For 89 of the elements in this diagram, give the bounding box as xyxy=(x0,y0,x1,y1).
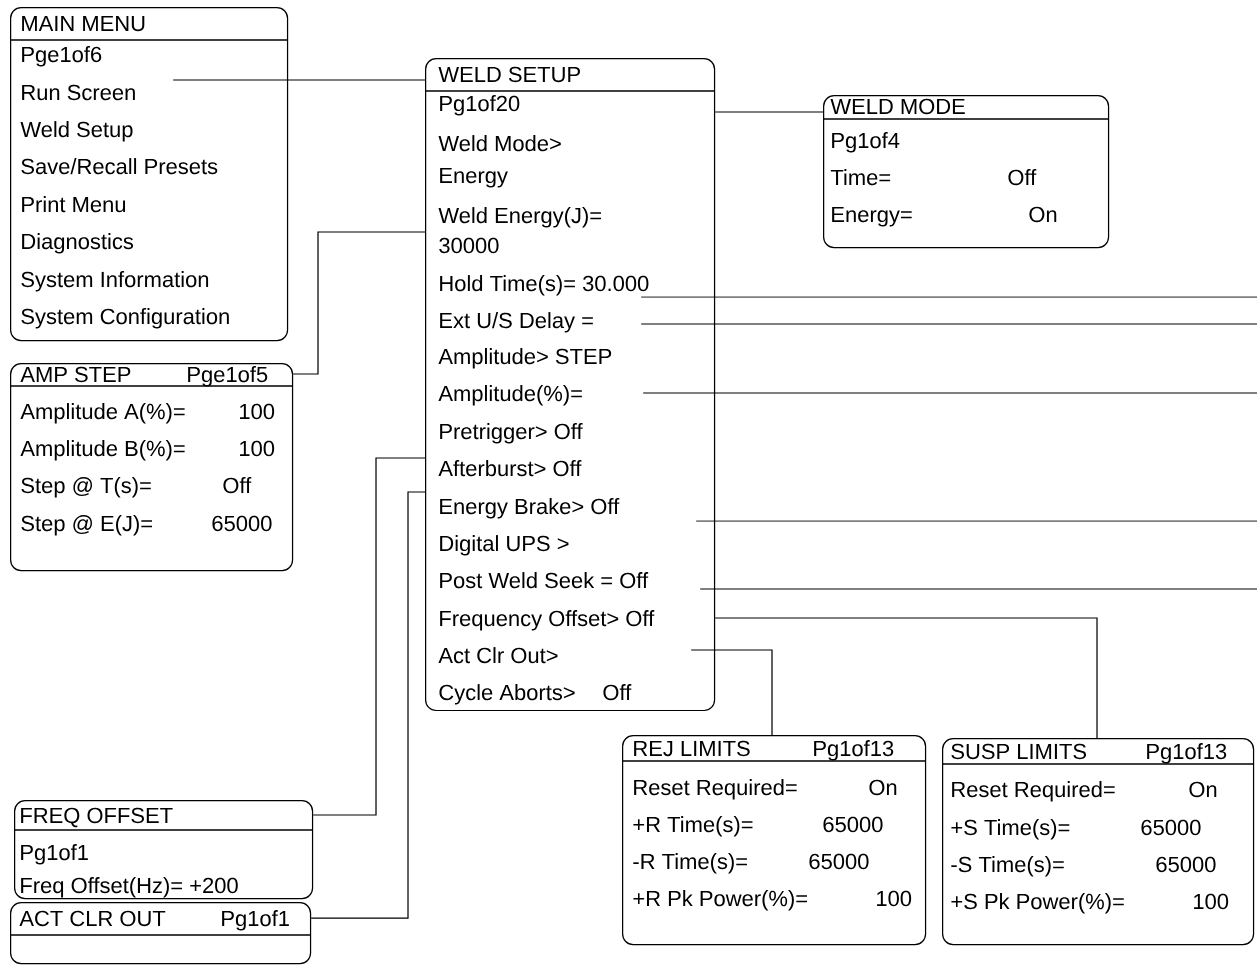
menu-title: MAIN MENU xyxy=(22,15,145,32)
menu-item: +S Time(s)= xyxy=(951,819,1070,840)
menu-item: 30000 xyxy=(439,237,499,254)
page-number: Pg1of1 xyxy=(21,844,88,865)
page-number: Pg1of20 xyxy=(440,95,520,116)
menu-item: +R Time(s)= xyxy=(633,816,753,837)
menu-item: Cycle Aborts> xyxy=(439,684,575,705)
menu-item: Amplitude B(%)= xyxy=(20,440,185,461)
menu-item: Hold Time(s)= 30.000 xyxy=(440,275,649,296)
connector-line xyxy=(172,79,426,81)
page-number: Pge1of5 xyxy=(188,366,268,387)
connector-line xyxy=(312,457,426,816)
menu-item: Amplitude(%)= xyxy=(438,385,582,406)
connector-line xyxy=(699,588,1257,590)
menu-item: Amplitude A(%)= xyxy=(20,403,185,424)
menu-item: Diagnostics xyxy=(22,233,134,254)
page-number: Pg1of4 xyxy=(832,132,900,153)
menu-item: System Configuration xyxy=(21,308,229,329)
menu-value: 65000 xyxy=(1156,856,1216,873)
connector-line xyxy=(695,520,1257,522)
menu-item: -R Time(s)= xyxy=(633,853,747,874)
menu-item: Digital UPS > xyxy=(440,535,569,556)
menu-title: ACT CLR OUT xyxy=(19,910,166,927)
menu-box xyxy=(9,7,289,342)
connector-line xyxy=(690,649,773,736)
menu-value: Off xyxy=(1008,169,1037,186)
menu-item: Freq Offset(Hz)= +200 xyxy=(21,877,238,898)
menu-value: 100 xyxy=(1194,893,1229,910)
menu-value: 100 xyxy=(240,440,275,457)
menu-item: Reset Required= xyxy=(634,779,797,800)
menu-box xyxy=(822,95,1110,249)
page-number: Pg1of13 xyxy=(1147,743,1227,764)
menu-value: 100 xyxy=(240,403,275,420)
connector-line xyxy=(640,323,1257,325)
connector-line xyxy=(640,296,1257,298)
menu-box xyxy=(13,800,314,900)
menu-box xyxy=(9,363,294,572)
menu-item: Run Screen xyxy=(22,84,135,101)
connector-line xyxy=(714,111,824,113)
menu-title: REJ LIMITS xyxy=(634,740,750,757)
menu-box xyxy=(424,58,716,712)
menu-item: Ext U/S Delay = xyxy=(440,312,593,333)
connector-line xyxy=(714,617,1098,739)
connector-line xyxy=(310,491,426,919)
menu-value: 65000 xyxy=(212,515,272,532)
menu-item: Print Menu xyxy=(22,196,126,213)
menu-item: Weld Setup xyxy=(20,121,133,142)
menu-item: -S Time(s)= xyxy=(951,856,1064,877)
menu-title: WELD MODE xyxy=(830,98,965,115)
connector-line xyxy=(292,231,426,375)
menu-item: Step @ E(J)= xyxy=(21,515,152,536)
menu-title: WELD SETUP xyxy=(438,66,580,83)
menu-item: Energy xyxy=(440,167,508,188)
menu-item: System Information xyxy=(21,271,209,292)
menu-item: Step @ T(s)= xyxy=(21,477,151,498)
menu-value: On xyxy=(1189,781,1217,798)
menu-item: Weld Energy(J)= xyxy=(438,207,601,228)
menu-value: Off xyxy=(603,684,632,701)
connector-line xyxy=(642,392,1257,394)
menu-item: Energy Brake> Off xyxy=(440,498,620,519)
menu-title: AMP STEP xyxy=(20,366,131,383)
page-number: Pg1of1 xyxy=(222,910,289,931)
page-number: Pg1of13 xyxy=(814,740,894,761)
menu-item: +S Pk Power(%)= xyxy=(951,893,1124,914)
menu-box xyxy=(941,738,1255,946)
menu-title: FREQ OFFSET xyxy=(21,807,173,828)
menu-item: Save/Recall Presets xyxy=(21,158,218,175)
menu-item: Reset Required= xyxy=(952,781,1115,802)
menu-item: Amplitude> STEP xyxy=(438,348,612,369)
menu-item: Act Clr Out> xyxy=(438,647,558,664)
menu-box xyxy=(9,902,312,965)
menu-value: 65000 xyxy=(823,816,883,833)
menu-value: On xyxy=(869,779,897,796)
menu-item: Afterburst> Off xyxy=(438,460,582,477)
menu-box xyxy=(621,735,927,946)
menu-item: Frequency Offset> Off xyxy=(440,610,655,631)
menu-value: On xyxy=(1029,206,1057,223)
menu-item: Time= xyxy=(830,169,891,186)
menu-item: Weld Mode> xyxy=(438,135,561,152)
page-number: Pge1of6 xyxy=(22,46,102,67)
menu-item: Post Weld Seek = Off xyxy=(440,572,649,589)
menu-item: Energy= xyxy=(832,206,912,227)
menu-value: 65000 xyxy=(1141,819,1201,836)
menu-item: Pretrigger> Off xyxy=(440,423,583,444)
menu-item: +R Pk Power(%)= xyxy=(633,890,807,911)
menu-title: SUSP LIMITS xyxy=(951,743,1086,760)
menu-value: Off xyxy=(223,477,252,494)
menu-value: 100 xyxy=(877,890,912,907)
menu-value: 65000 xyxy=(809,853,869,870)
